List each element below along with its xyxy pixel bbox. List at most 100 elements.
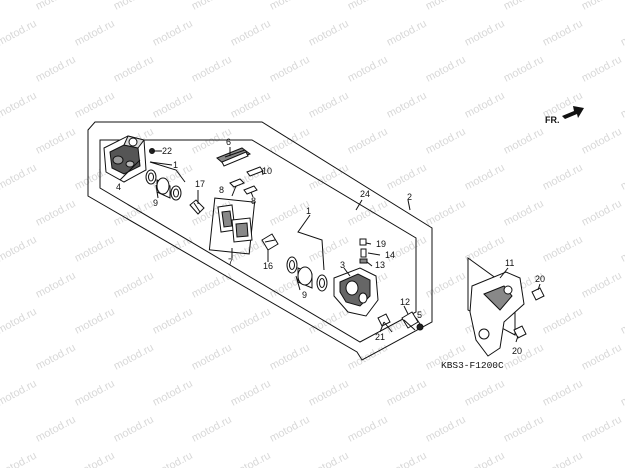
part-label-19: 19 bbox=[376, 239, 386, 249]
watermark-text: motod.ru bbox=[502, 126, 546, 157]
watermark-text: motod.ru bbox=[73, 18, 117, 49]
watermark-text: motod.ru bbox=[307, 90, 351, 121]
part-label-6: 6 bbox=[226, 137, 231, 147]
clip-parts bbox=[229, 166, 264, 195]
watermark-text: motod.ru bbox=[0, 450, 39, 468]
watermark-text: motod.ru bbox=[580, 342, 624, 373]
watermark-text: motod.ru bbox=[580, 198, 624, 229]
watermark-text: motod.ru bbox=[385, 18, 429, 49]
watermark-text: motod.ru bbox=[619, 162, 625, 193]
watermark-text: motod.ru bbox=[268, 0, 312, 13]
watermark-text: motod.ru bbox=[307, 450, 351, 468]
watermark-text: motod.ru bbox=[580, 54, 624, 85]
watermark-text: motod.ru bbox=[385, 162, 429, 193]
part-label-3: 3 bbox=[340, 260, 345, 270]
watermark-text: motod.ru bbox=[73, 306, 117, 337]
part-label-5: 5 bbox=[417, 310, 422, 320]
watermark-text: motod.ru bbox=[73, 90, 117, 121]
watermark-text: motod.ru bbox=[0, 306, 39, 337]
part-label-1-top: 1 bbox=[173, 160, 178, 170]
watermark-text: motod.ru bbox=[229, 306, 273, 337]
watermark-text: motod.ru bbox=[268, 126, 312, 157]
watermark-text: motod.ru bbox=[151, 450, 195, 468]
watermark-text: motod.ru bbox=[190, 342, 234, 373]
watermark-text: motod.ru bbox=[502, 0, 546, 13]
watermark-text: motod.ru bbox=[346, 414, 390, 445]
watermark-text: motod.ru bbox=[112, 342, 156, 373]
watermark-text: motod.ru bbox=[346, 198, 390, 229]
watermark-text: motod.ru bbox=[619, 378, 625, 409]
watermark-text: motod.ru bbox=[424, 414, 468, 445]
diagram-code: KBS3-F1200C bbox=[441, 360, 504, 371]
watermark-text: motod.ru bbox=[34, 0, 78, 13]
part-label-24: 24 bbox=[360, 189, 370, 199]
watermark-text: motod.ru bbox=[424, 0, 468, 13]
pad-spring-part bbox=[216, 147, 252, 167]
part-label-1-bottom: 1 bbox=[306, 206, 311, 216]
part-label-9-bottom: 9 bbox=[302, 290, 307, 300]
watermark-text: motod.ru bbox=[0, 378, 39, 409]
watermark-text: motod.ru bbox=[34, 126, 78, 157]
watermark-text: motod.ru bbox=[73, 450, 117, 468]
watermark-text: motod.ru bbox=[229, 378, 273, 409]
part-label-20-top: 20 bbox=[535, 274, 545, 284]
part-label-11: 11 bbox=[505, 258, 514, 268]
part-label-2: 2 bbox=[407, 192, 412, 202]
watermark-text: motod.ru bbox=[268, 342, 312, 373]
watermark-text: motod.ru bbox=[34, 54, 78, 85]
watermark-text: motod.ru bbox=[34, 270, 78, 301]
watermark-text: motod.ru bbox=[502, 198, 546, 229]
watermark-text: motod.ru bbox=[151, 18, 195, 49]
watermark-text: motod.ru bbox=[229, 90, 273, 121]
watermark-text: motod.ru bbox=[0, 234, 39, 265]
watermark-text: motod.ru bbox=[346, 126, 390, 157]
watermark-text: motod.ru bbox=[229, 450, 273, 468]
watermark-text: motod.ru bbox=[151, 378, 195, 409]
watermark-text: motod.ru bbox=[424, 270, 468, 301]
watermark-text: motod.ru bbox=[346, 54, 390, 85]
watermark-text: motod.ru bbox=[73, 378, 117, 409]
watermark-text: motod.ru bbox=[190, 414, 234, 445]
watermark-text: motod.ru bbox=[424, 126, 468, 157]
watermark-text: motod.ru bbox=[268, 54, 312, 85]
bolt-parts bbox=[377, 311, 424, 333]
watermark-text: motod.ru bbox=[580, 414, 624, 445]
watermark-text: motod.ru bbox=[424, 54, 468, 85]
watermark-text: motod.ru bbox=[541, 306, 585, 337]
watermark-text: motod.ru bbox=[0, 18, 39, 49]
part-label-9-top: 9 bbox=[153, 198, 158, 208]
watermark-text: motod.ru bbox=[34, 414, 78, 445]
part-label-4: 4 bbox=[116, 182, 121, 192]
watermark-text: motod.ru bbox=[619, 450, 625, 468]
inner-assembly-outline bbox=[99, 139, 417, 343]
part-label-13: 13 bbox=[375, 260, 385, 270]
watermark-text: motod.ru bbox=[619, 18, 625, 49]
watermark-text: motod.ru bbox=[385, 450, 429, 468]
watermark-text: motod.ru bbox=[463, 18, 507, 49]
caliper-bracket-part bbox=[469, 271, 525, 357]
watermark-text: motod.ru bbox=[502, 414, 546, 445]
watermark-text: motod.ru bbox=[619, 234, 625, 265]
part-label-17: 17 bbox=[195, 179, 205, 189]
front-direction-arrow: FR. bbox=[545, 106, 584, 125]
watermark-text: motod.ru bbox=[0, 90, 39, 121]
watermark-text: motod.ru bbox=[619, 90, 625, 121]
part-label-12: 12 bbox=[400, 297, 410, 307]
watermark-text: motod.ru bbox=[190, 0, 234, 13]
watermark-text: motod.ru bbox=[424, 198, 468, 229]
watermark-text: motod.ru bbox=[346, 0, 390, 13]
watermark-text: motod.ru bbox=[541, 234, 585, 265]
watermark-text: motod.ru bbox=[151, 306, 195, 337]
watermark-text: motod.ru bbox=[151, 90, 195, 121]
spring-lower-part bbox=[261, 233, 279, 251]
watermark-text: motod.ru bbox=[34, 198, 78, 229]
watermark-text: motod.ru bbox=[112, 270, 156, 301]
watermark-text: motod.ru bbox=[307, 306, 351, 337]
leader-lines bbox=[119, 147, 541, 343]
outer-assembly-outline bbox=[87, 121, 433, 361]
watermark-text: motod.ru bbox=[463, 450, 507, 468]
watermark-text: motod.ru bbox=[151, 234, 195, 265]
watermark-text: motod.ru bbox=[502, 342, 546, 373]
